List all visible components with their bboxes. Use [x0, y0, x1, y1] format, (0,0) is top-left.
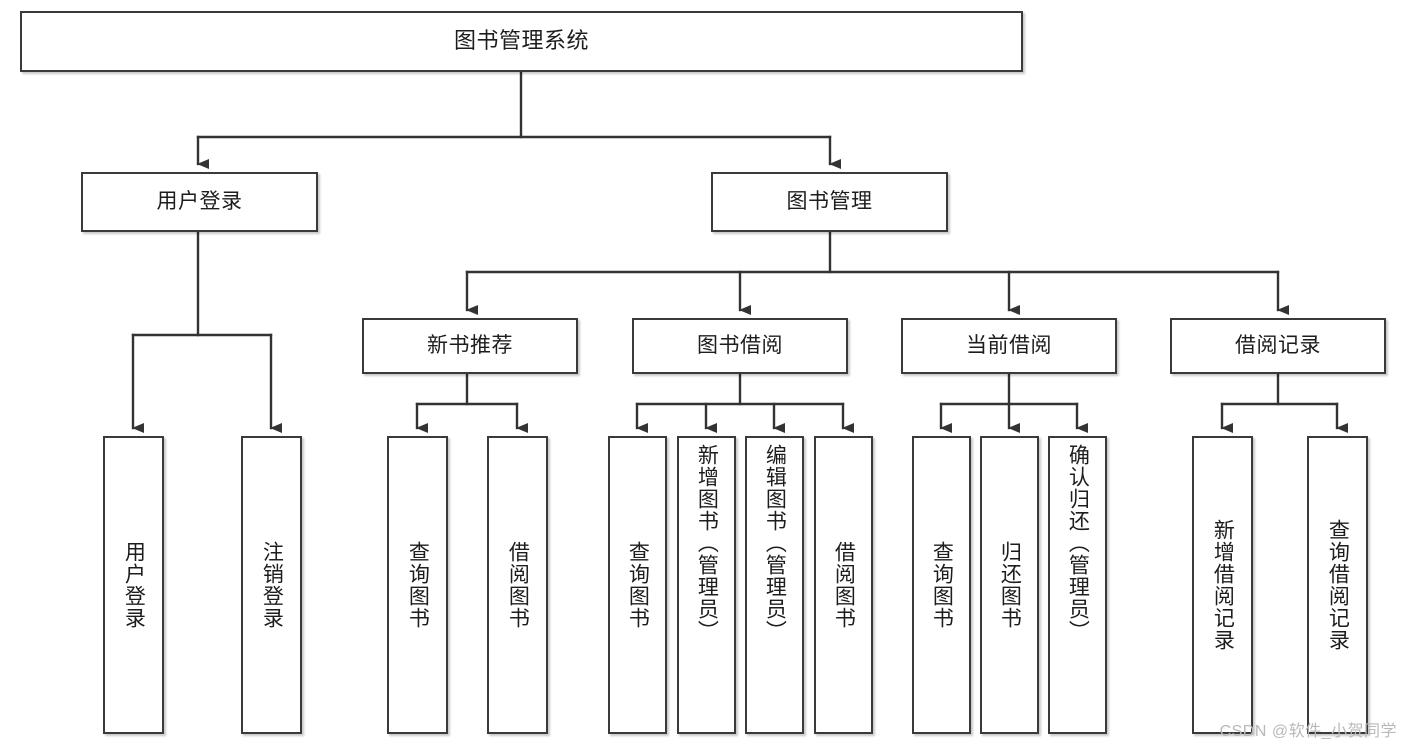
node-label: 确认归还（管理员）	[1066, 444, 1090, 642]
leaf-user-login-logout[interactable]: 注销登录	[241, 436, 302, 734]
node-user-login[interactable]: 用户登录	[81, 172, 318, 232]
node-label: 新增图书（管理员）	[695, 444, 719, 642]
node-new-book-recommend[interactable]: 新书推荐	[362, 318, 578, 374]
leaf-book-borrow-query[interactable]: 查询图书	[608, 436, 667, 734]
node-borrow-record[interactable]: 借阅记录	[1170, 318, 1386, 374]
leaf-user-login-login[interactable]: 用户登录	[103, 436, 164, 734]
node-label: 归还图书	[998, 541, 1022, 629]
watermark: CSDN @软件_小贺同学	[1219, 723, 1397, 740]
node-label: 图书管理	[786, 190, 873, 214]
leaf-book-borrow-edit[interactable]: 编辑图书（管理员）	[745, 436, 804, 734]
leaf-current-borrow-confirm-return[interactable]: 确认归还（管理员）	[1048, 436, 1107, 734]
node-label: 新书推荐	[427, 334, 513, 358]
leaf-current-borrow-return[interactable]: 归还图书	[980, 436, 1039, 734]
leaf-current-borrow-query[interactable]: 查询图书	[912, 436, 971, 734]
node-label: 借阅记录	[1235, 334, 1321, 358]
leaf-borrow-record-query[interactable]: 查询借阅记录	[1307, 436, 1368, 734]
leaf-book-borrow-add[interactable]: 新增图书（管理员）	[677, 436, 736, 734]
node-label: 查询图书	[406, 541, 430, 629]
node-label: 图书管理系统	[453, 28, 589, 54]
node-label: 用户登录	[122, 541, 146, 629]
node-current-borrow[interactable]: 当前借阅	[901, 318, 1117, 374]
node-book-management[interactable]: 图书管理	[711, 172, 948, 232]
node-book-borrow[interactable]: 图书借阅	[632, 318, 848, 374]
node-label: 查询图书	[930, 541, 954, 629]
node-label: 当前借阅	[966, 334, 1052, 358]
node-label: 编辑图书（管理员）	[763, 444, 787, 642]
node-label: 新增借阅记录	[1211, 519, 1235, 651]
node-label: 借阅图书	[832, 541, 856, 629]
node-root-book-management-system[interactable]: 图书管理系统	[20, 11, 1023, 72]
node-label: 查询借阅记录	[1326, 519, 1350, 651]
leaf-new-book-borrow[interactable]: 借阅图书	[487, 436, 548, 734]
leaf-new-book-query[interactable]: 查询图书	[387, 436, 448, 734]
node-label: 注销登录	[260, 541, 284, 629]
node-label: 用户登录	[156, 190, 243, 214]
leaf-book-borrow-borrow[interactable]: 借阅图书	[814, 436, 873, 734]
leaf-borrow-record-add[interactable]: 新增借阅记录	[1192, 436, 1253, 734]
node-label: 借阅图书	[506, 541, 530, 629]
node-label: 图书借阅	[697, 334, 783, 358]
node-label: 查询图书	[626, 541, 650, 629]
